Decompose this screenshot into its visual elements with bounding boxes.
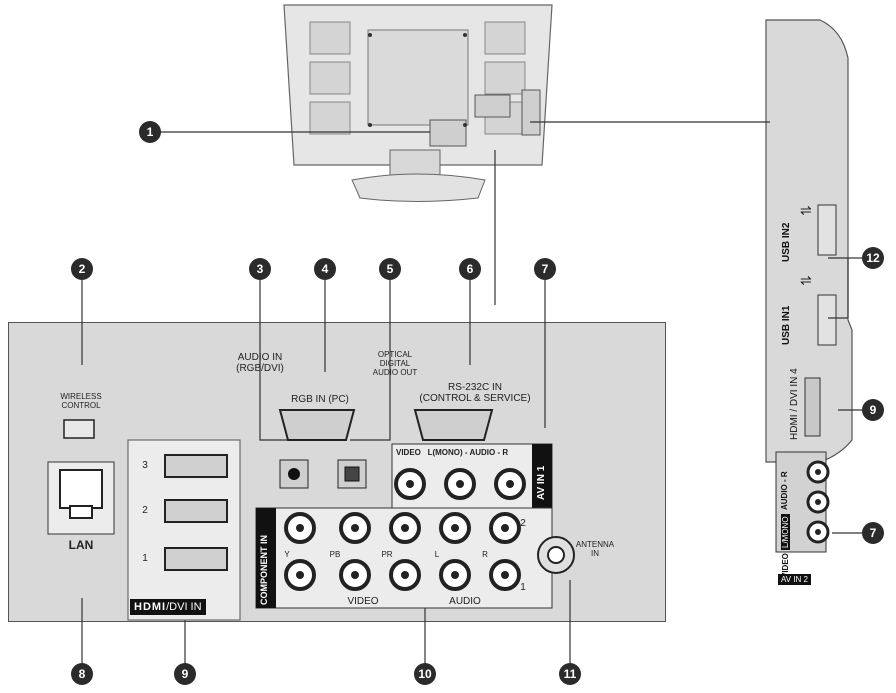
component-jack-top-3 <box>389 512 421 544</box>
av-in1-jack-3 <box>494 468 526 500</box>
component-video-label: VIDEO <box>347 596 379 607</box>
optical-label: OPTICAL DIGITAL AUDIO OUT <box>372 350 418 377</box>
component-y-label: Y <box>284 550 290 559</box>
component-jack-top-1 <box>284 512 316 544</box>
side-av-in2-label: AV IN 2 <box>778 574 811 585</box>
wireless-control-label: WIRELESS CONTROL <box>60 392 102 410</box>
callout-badge-5: 5 <box>379 258 401 280</box>
usb-symbol-1: ⇌ <box>800 272 812 288</box>
callout-badge-7: 7 <box>534 258 556 280</box>
callout-badge-1: 1 <box>139 121 161 143</box>
hdmi-number-1: 1 <box>142 553 148 564</box>
component-jack-top-2 <box>339 512 371 544</box>
callout-badge-12: 12 <box>862 247 884 269</box>
callout-badge-10: 10 <box>414 663 436 685</box>
av-in1-jack-1 <box>394 468 426 500</box>
callout-badge-7-side: 7 <box>862 522 884 544</box>
lan-label: LAN <box>68 538 94 552</box>
callout-badge-4: 4 <box>314 258 336 280</box>
component-r-label: R <box>482 550 488 559</box>
rs232-label: RS-232C IN (CONTROL & SERVICE) <box>419 382 531 404</box>
hdmi-logo-text: HDMI <box>134 601 167 613</box>
component-audio-label: AUDIO <box>449 596 481 607</box>
hdmi-number-2: 2 <box>142 505 148 516</box>
callout-badge-8: 8 <box>71 663 93 685</box>
callout-badge-9-side: 9 <box>862 399 884 421</box>
component-jack-bottom-1 <box>284 559 316 591</box>
component-l-label: L <box>434 550 440 559</box>
component-jack-top-4 <box>439 512 471 544</box>
side-panel-outline <box>765 19 853 463</box>
hdmi-dvi-in-text: /DVI IN <box>166 601 202 613</box>
av-row-label: VIDEO L(MONO) - AUDIO - R <box>396 448 509 457</box>
component-jack-bottom-5 <box>489 559 521 591</box>
component-row-1: 1 <box>520 582 526 593</box>
tv-back-illustration <box>283 4 553 202</box>
component-jack-top-5 <box>489 512 521 544</box>
callout-badge-3: 3 <box>249 258 271 280</box>
callout-badge-11: 11 <box>559 663 581 685</box>
callout-badge-2: 2 <box>71 258 93 280</box>
usb-symbol-2: ⇌ <box>800 202 812 218</box>
hdmi-logo: HDMI/DVI IN <box>130 599 206 615</box>
antenna-label: ANTENNA IN <box>575 540 615 558</box>
av-in1-label: AV IN 1 <box>536 465 547 500</box>
component-jack-bottom-3 <box>389 559 421 591</box>
audio-in-label: AUDIO IN (RGB/DVI) <box>236 352 284 374</box>
component-jack-bottom-2 <box>339 559 371 591</box>
hdmi-number-3: 3 <box>142 460 148 471</box>
callout-badge-9: 9 <box>174 663 196 685</box>
component-pb-label: PB <box>329 550 341 559</box>
component-in-label: COMPONENT IN <box>259 534 269 605</box>
component-row-2: 2 <box>520 518 526 529</box>
av-in1-jack-2 <box>444 468 476 500</box>
callout-badge-6: 6 <box>459 258 481 280</box>
rgb-in-label: RGB IN (PC) <box>291 394 349 405</box>
component-pr-label: PR <box>381 550 393 559</box>
component-jack-bottom-4 <box>439 559 471 591</box>
